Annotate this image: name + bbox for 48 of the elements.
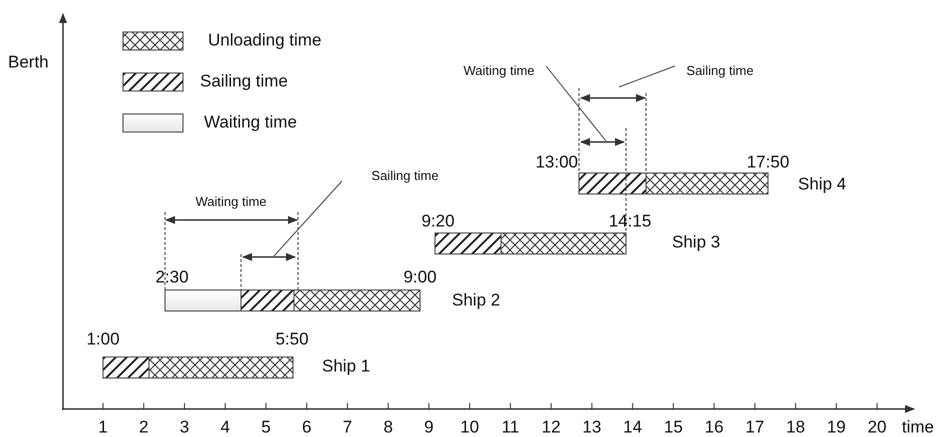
tick-label: 8: [383, 418, 393, 437]
time-label: 9:20: [421, 212, 455, 232]
time-label: 13:00: [535, 154, 578, 172]
tick-label: 4: [220, 418, 230, 437]
ship-bar: [102, 356, 294, 378]
leader-line: [618, 66, 676, 88]
tick-label: 14: [623, 418, 642, 437]
leader-line: [546, 66, 606, 142]
tick-label: 16: [704, 418, 724, 437]
tick-label: 2: [139, 418, 148, 437]
tick-label: 10: [460, 418, 480, 437]
ship-label: Ship 4: [798, 176, 846, 194]
tick-label: 7: [342, 418, 352, 437]
tick-label: 1: [98, 418, 108, 437]
tick-label: 6: [302, 418, 312, 437]
ship-label: Ship 1: [322, 358, 370, 376]
tick-label: 18: [786, 418, 806, 437]
dimension-label: Waiting time: [195, 194, 267, 210]
tick-label: 11: [502, 418, 520, 437]
tick-label: 15: [664, 418, 683, 437]
tick-label: 12: [542, 418, 561, 437]
callout-label: Sailing time: [371, 168, 439, 184]
time-label: 9:00: [403, 268, 437, 288]
ship-label: Ship 3: [672, 234, 720, 252]
tick-label: 19: [826, 418, 846, 437]
time-label: 1:00: [86, 330, 120, 350]
ship-bar: [164, 290, 420, 312]
tick-label: 3: [180, 418, 190, 437]
axis-title: Berth: [8, 54, 49, 72]
tick-label: 17: [745, 418, 764, 437]
time-label: 5:50: [275, 330, 309, 350]
time-label: 2:30: [155, 268, 189, 288]
legend-label: Sailing time: [200, 72, 288, 92]
legend-label: Unloading time: [208, 32, 322, 50]
tick-label: 9: [424, 418, 434, 437]
callout-label: Waiting time: [463, 64, 535, 78]
time-label: 17:50: [746, 154, 790, 172]
ship-bar: [578, 172, 768, 194]
time-label: 14:15: [608, 212, 652, 232]
tick-label: 5: [261, 418, 271, 437]
ship-label: Ship 2: [452, 292, 500, 310]
tick-label: 20: [868, 418, 886, 437]
ship-bar: [434, 232, 626, 254]
leader-line: [274, 180, 342, 256]
tick-label: 13: [582, 418, 602, 437]
axis-title: time: [902, 418, 934, 437]
legend-label: Waiting time: [204, 114, 297, 132]
callout-label: Sailing time: [686, 64, 754, 78]
